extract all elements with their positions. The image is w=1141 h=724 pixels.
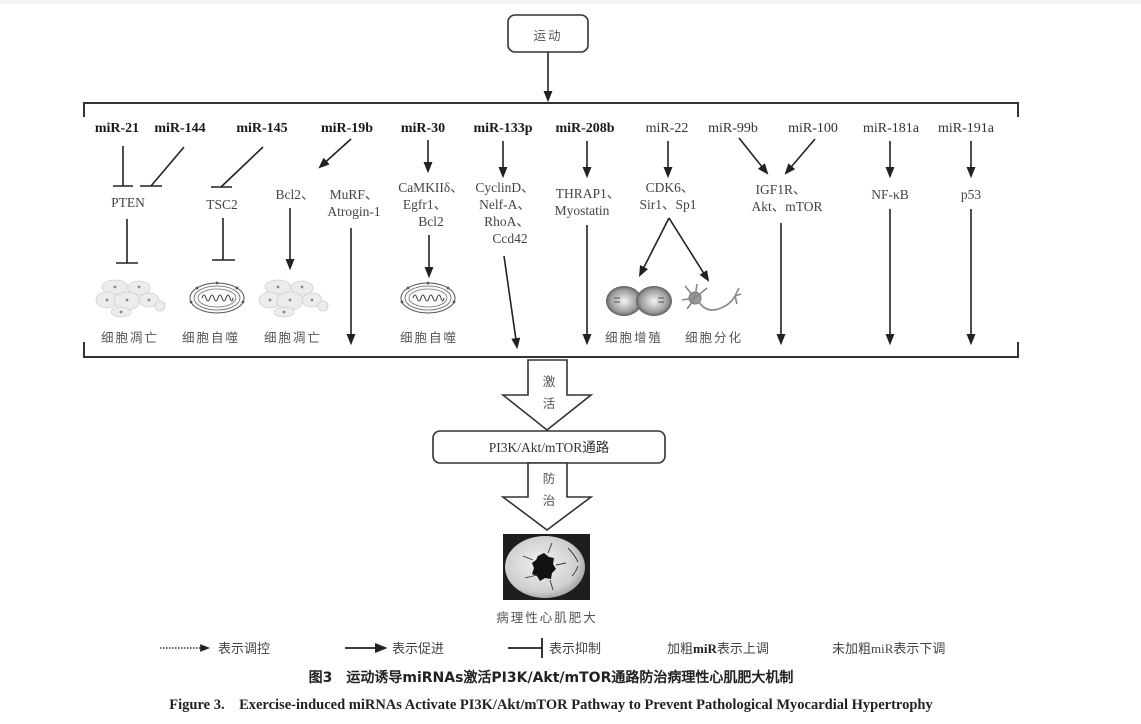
mirna-label-mir144: miR-144 bbox=[154, 121, 205, 136]
outcome-autophagy-1: 细胞自噬 bbox=[182, 330, 240, 345]
svg-text:CaMKIIδ、: CaMKIIδ、 bbox=[398, 180, 464, 195]
promote-edge-cdk6-differentiation bbox=[668, 217, 710, 282]
target-pten: PTEN bbox=[111, 195, 145, 210]
svg-text:未加粗miR表示下调: 未加粗miR表示下调 bbox=[832, 641, 945, 657]
mitochondrion-icon bbox=[189, 281, 245, 314]
inhibit-edge-mir145-tsc2 bbox=[220, 146, 264, 188]
svg-text:CyclinD、: CyclinD、 bbox=[475, 180, 534, 195]
svg-text:Ccd42: Ccd42 bbox=[492, 231, 527, 246]
outcome-proliferation: 细胞增殖 bbox=[605, 330, 663, 345]
exercise-node: 运动 bbox=[507, 14, 589, 53]
heart-cross-section-icon bbox=[503, 534, 590, 600]
activate-label-2: 活 bbox=[543, 396, 558, 411]
legend: 表示调控 表示促进 表示抑制 加粗miR表示上调 未加粗miR表示下调 bbox=[160, 638, 945, 658]
outcome-apoptosis-1: 细胞凋亡 bbox=[101, 330, 159, 345]
target-murf: MuRF、 Atrogin-1 bbox=[327, 187, 380, 219]
svg-text:加粗miR表示上调: 加粗miR表示上调 bbox=[667, 641, 769, 657]
svg-text:Myostatin: Myostatin bbox=[555, 203, 610, 218]
mirna-label-mir191a: miR-191a bbox=[938, 121, 995, 136]
mirna-row: miR-21 miR-144 miR-145 miR-19b miR-30 mi… bbox=[95, 121, 995, 136]
mirna-label-mir19b: miR-19b bbox=[321, 121, 373, 136]
mirna-label-mir21: miR-21 bbox=[95, 121, 139, 136]
svg-text:Bcl2: Bcl2 bbox=[418, 214, 444, 229]
svg-text:RhoA、: RhoA、 bbox=[484, 214, 530, 229]
caption-en: Figure 3. Exercise-induced miRNAs Activa… bbox=[169, 697, 933, 713]
pathway-node: PI3K/Akt/mTOR通路 bbox=[432, 430, 666, 464]
mirna-label-mir99b: miR-99b bbox=[708, 121, 758, 136]
exercise-label: 运动 bbox=[533, 28, 562, 43]
promote-edge-cdk6-proliferation bbox=[638, 217, 670, 277]
outcome-autophagy-2: 细胞自噬 bbox=[400, 330, 458, 345]
bracket-top bbox=[83, 102, 1019, 117]
mirna-label-mir30: miR-30 bbox=[401, 121, 445, 136]
legend-item-inhibit: 表示抑制 bbox=[508, 638, 601, 658]
endpoint-label: 病理性心肌肥大 bbox=[496, 610, 598, 625]
svg-text:表示调控: 表示调控 bbox=[218, 642, 270, 657]
promote-edge-cyclin-bracket bbox=[503, 255, 521, 350]
legend-item-regulate: 表示调控 bbox=[160, 642, 270, 657]
legend-item-promote: 表示促进 bbox=[345, 642, 444, 657]
target-p53: p53 bbox=[961, 187, 982, 202]
svg-text:表示抑制: 表示抑制 bbox=[549, 642, 601, 657]
promote-edge-mir19b-bcl2 bbox=[318, 138, 352, 169]
cell-cluster-icon bbox=[95, 279, 166, 318]
outcome-row: 细胞凋亡 细胞自噬 细胞凋亡 细胞自噬 细胞增殖 细胞分化 bbox=[101, 330, 743, 345]
pathway-label: PI3K/Akt/mTOR通路 bbox=[489, 440, 610, 455]
svg-text:MuRF、: MuRF、 bbox=[330, 187, 379, 202]
outcome-differentiation: 细胞分化 bbox=[685, 330, 743, 345]
svg-text:CDK6、: CDK6、 bbox=[646, 180, 695, 195]
svg-text:表示促进: 表示促进 bbox=[392, 642, 444, 657]
promote-edge-mir99b-igf1r bbox=[738, 137, 769, 175]
svg-text:Atrogin-1: Atrogin-1 bbox=[327, 204, 380, 219]
target-row: PTEN TSC2 Bcl2、 MuRF、 Atrogin-1 CaMKIIδ、… bbox=[111, 180, 981, 246]
target-igf1r: IGF1R、 Akt、mTOR bbox=[751, 182, 822, 214]
cell-cluster-icon bbox=[258, 279, 329, 318]
promote-edge-mir100-igf1r bbox=[784, 138, 816, 175]
svg-text:Akt、mTOR: Akt、mTOR bbox=[751, 199, 822, 214]
target-cdk6: CDK6、 Sir1、Sp1 bbox=[639, 180, 696, 212]
mirna-label-mir181a: miR-181a bbox=[863, 121, 920, 136]
mirna-label-mir100: miR-100 bbox=[788, 121, 838, 136]
svg-text:Sir1、Sp1: Sir1、Sp1 bbox=[639, 197, 696, 212]
mirna-label-mir133p: miR-133p bbox=[473, 121, 532, 136]
mirna-label-mir22: miR-22 bbox=[646, 121, 689, 136]
caption-cn: 图3 运动诱导miRNAs激活PI3K/Akt/mTOR通路防治病理性心肌肥大机… bbox=[309, 669, 794, 686]
inhibit-bar-icon bbox=[508, 638, 543, 658]
legend-item-downregulated: 未加粗miR表示下调 bbox=[832, 641, 945, 657]
prevent-block-arrow: 防 治 bbox=[500, 462, 594, 531]
activate-block-arrow: 激 活 bbox=[500, 359, 594, 432]
target-bcl2: Bcl2、 bbox=[276, 187, 315, 202]
inhibit-edge-mir144-pten bbox=[150, 146, 185, 187]
target-outcome-edges bbox=[116, 208, 976, 350]
mirna-label-mir145: miR-145 bbox=[236, 121, 287, 136]
activate-label-1: 激 bbox=[543, 374, 558, 389]
target-tsc2: TSC2 bbox=[206, 197, 238, 212]
outcome-apoptosis-2: 细胞凋亡 bbox=[264, 330, 322, 345]
svg-text:IGF1R、: IGF1R、 bbox=[755, 182, 806, 197]
svg-text:Egfr1、: Egfr1、 bbox=[403, 197, 447, 212]
mirna-target-edges bbox=[113, 137, 976, 188]
target-cyclin: CyclinD、 Nelf-A、 RhoA、 Ccd42 bbox=[475, 180, 534, 246]
top-page-edge bbox=[0, 0, 1141, 4]
dividing-cell-icon bbox=[606, 286, 672, 316]
target-thrap: THRAP1、 Myostatin bbox=[555, 186, 621, 218]
neuron-cell-icon bbox=[681, 283, 742, 311]
svg-text:Nelf-A、: Nelf-A、 bbox=[479, 197, 531, 212]
bracket-bottom bbox=[83, 342, 1019, 358]
prevent-label-1: 防 bbox=[543, 471, 558, 486]
prevent-label-2: 治 bbox=[543, 493, 558, 508]
mitochondrion-icon bbox=[400, 281, 456, 314]
target-camk: CaMKIIδ、 Egfr1、 Bcl2 bbox=[398, 180, 464, 229]
svg-text:THRAP1、: THRAP1、 bbox=[556, 186, 621, 201]
target-nfkb: NF-κB bbox=[871, 187, 909, 202]
mirna-label-mir208b: miR-208b bbox=[555, 121, 614, 136]
legend-item-upregulated: 加粗miR表示上调 bbox=[667, 641, 769, 657]
